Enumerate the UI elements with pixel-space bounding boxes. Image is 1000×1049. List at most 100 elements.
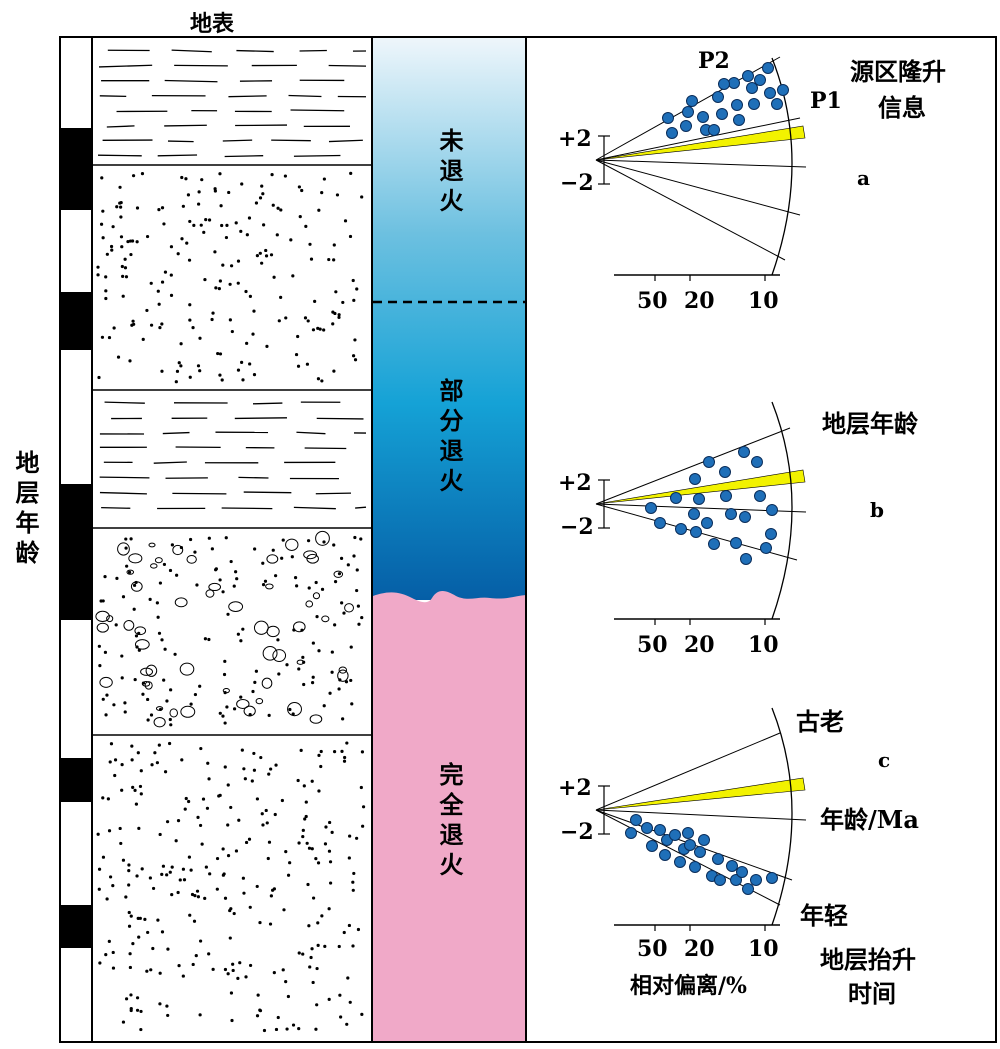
sand-dot [332,243,336,247]
data-point [728,77,740,89]
data-point [748,98,760,110]
sand-dot [184,796,188,801]
sand-dot [286,994,291,999]
pebble [145,664,158,677]
data-point [719,466,731,478]
sand-dot [241,876,245,880]
sand-dot [256,993,260,997]
sand-dot [243,777,247,781]
sand-dot [140,172,145,176]
sand-dot [229,991,234,995]
pebble [272,649,287,662]
sand-dot [342,759,347,763]
data-point [766,872,778,884]
sand-dot [163,270,168,274]
sand-dot [218,373,222,377]
time-scale-block [61,484,92,620]
sand-dot [157,743,161,747]
pebble [261,677,273,689]
sand-dot [163,770,168,774]
sand-dot [160,206,165,210]
sand-dot [337,315,341,319]
pebble [266,625,280,638]
sand-dot [310,847,314,851]
sand-dot [180,758,184,762]
pebble [180,705,196,718]
sand-dot [244,975,248,979]
sand-dot [101,796,105,800]
sand-dot [145,308,149,313]
sand-dot [105,693,109,697]
pebble [155,706,164,711]
sand-dot [248,905,252,909]
sand-dot [240,360,244,364]
sand-dot [264,254,269,258]
data-point [641,822,653,834]
shale-dash [172,492,227,495]
sand-dot [200,842,204,846]
data-point [712,853,724,865]
sand-dot [255,254,259,258]
data-point [751,456,763,468]
sand-dot [332,258,336,262]
pebble [306,553,319,564]
sand-dot [130,744,134,748]
sand-dot [252,751,256,756]
sand-dot [193,894,197,898]
sand-dot [191,326,195,330]
sand-dot [236,281,240,285]
sand-dot [98,961,102,965]
sand-dot [258,1008,262,1012]
sand-dot [285,663,289,667]
sand-dot [272,887,277,891]
sand-dot [214,568,218,572]
sand-dot [160,280,165,284]
radial-age-line [595,159,801,216]
p1-label: P1 [810,88,842,114]
sand-dot [352,554,356,558]
sand-dot [111,884,115,888]
sand-dot [282,908,286,912]
data-point [688,508,700,520]
sand-dot [151,886,156,891]
sand-dot [345,1022,349,1026]
sand-dot [301,834,305,839]
plus2-b: +2 [558,470,592,496]
sand-dot [355,588,359,593]
sand-dot [337,313,341,317]
sand-dot [319,764,323,769]
sand-dot [222,672,227,677]
pebble [153,716,166,728]
sand-dot [115,205,119,209]
sand-dot [177,361,181,365]
sand-dot [141,337,145,341]
sand-dot [121,274,125,279]
data-point [690,526,702,538]
sand-dot [129,914,133,918]
sand-dot [267,772,271,776]
sand-dot [339,556,344,560]
sand-dot [340,749,344,753]
sand-dot [160,930,165,934]
sand-dot [129,252,133,257]
sand-dot [218,352,223,356]
sand-dot [168,568,173,573]
pebble [186,555,197,564]
sand-dot [105,897,109,901]
sand-dot [149,713,154,717]
sand-dot [124,895,128,899]
pebble [303,550,318,560]
stratum-uplift-time-label: 时间 [848,979,896,1008]
sand-dot [296,778,300,783]
sand-dot [239,695,243,699]
data-point [630,814,642,826]
data-point [762,62,774,74]
sand-dot [245,233,249,237]
sand-dot [229,264,234,268]
data-point [701,517,713,529]
sand-dot [269,767,273,771]
total-annealing-zone [373,591,526,1041]
shale-dash [162,431,190,435]
sand-dot [248,294,252,298]
sand-dot [360,1012,364,1016]
